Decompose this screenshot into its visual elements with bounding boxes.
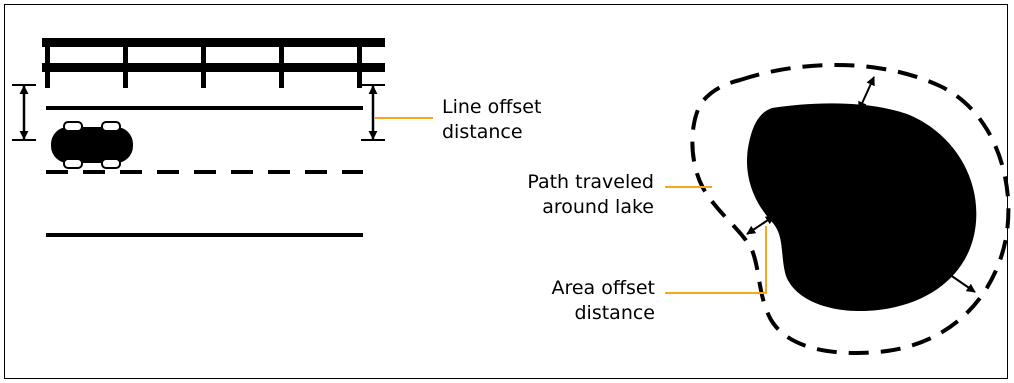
area-offset-label: Area offset distance	[551, 277, 655, 324]
area-offset-arrows	[746, 76, 976, 293]
path-around-lake	[690, 62, 1011, 355]
car-icon	[51, 121, 133, 169]
lake-shape	[747, 103, 977, 312]
path-traveled-label: Path traveled around lake	[527, 171, 654, 218]
area-offset-leader	[665, 226, 767, 294]
guardrail	[42, 38, 385, 88]
line-offset-label: Line offset distance	[442, 96, 542, 143]
left-offset-dimension	[12, 84, 36, 141]
right-offset-dimension	[361, 84, 385, 141]
